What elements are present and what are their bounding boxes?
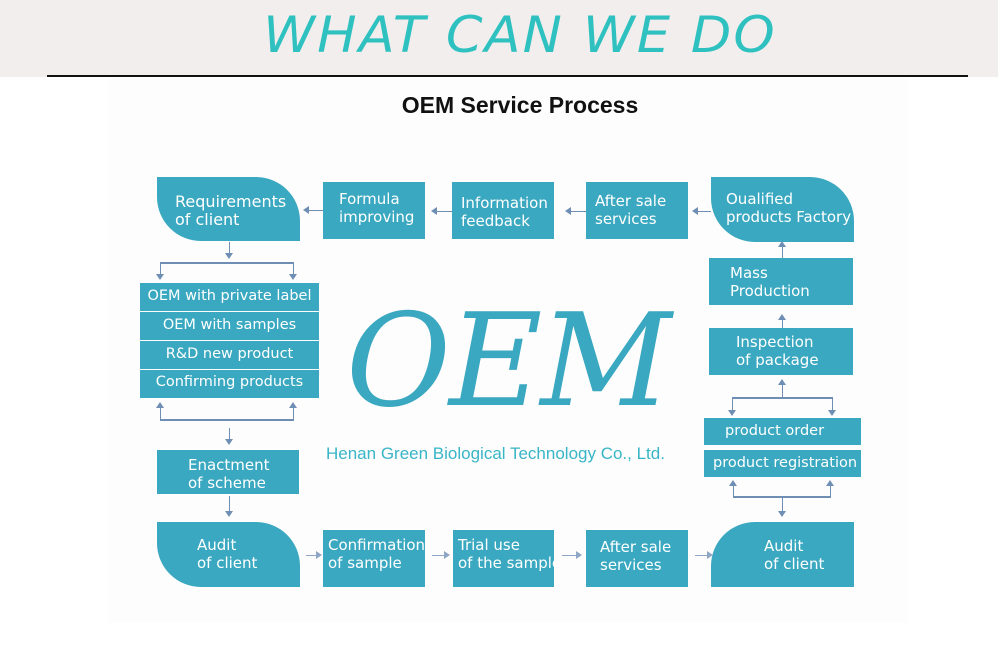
arrow-left-icon xyxy=(565,207,571,215)
connector xyxy=(832,397,833,411)
node-audit-of-client-right: Audit of client xyxy=(711,522,854,587)
option-oem-private-label: OEM with private label xyxy=(140,283,319,311)
node-requirements-of-client: Requirements of client xyxy=(157,177,300,241)
arrow-left-icon xyxy=(692,207,698,215)
header-divider xyxy=(47,75,968,77)
node-text: Enactment xyxy=(188,456,270,474)
node-text: Production xyxy=(730,282,810,300)
arrow-right-icon xyxy=(444,551,450,559)
header-banner: WHAT CAN WE DO xyxy=(0,0,998,77)
connector xyxy=(306,555,318,556)
arrow-up-icon xyxy=(778,314,786,320)
node-text: Formula xyxy=(339,190,400,208)
node-text: Audit xyxy=(764,537,804,555)
node-enactment-of-scheme: Enactment of scheme xyxy=(157,450,299,494)
arrow-left-icon xyxy=(303,206,309,214)
node-text: After sale xyxy=(600,538,672,556)
node-text: Oualified xyxy=(726,190,794,208)
oem-logo-text: OEM xyxy=(346,287,671,436)
node-text: improving xyxy=(339,208,415,226)
connector xyxy=(160,262,294,264)
node-inspection-of-package: Inspection of package xyxy=(709,328,853,375)
connector xyxy=(160,419,294,421)
node-text: of the sample xyxy=(458,554,554,572)
option-oem-with-samples: OEM with samples xyxy=(140,312,319,340)
arrow-right-icon xyxy=(707,551,713,559)
connector xyxy=(733,482,734,496)
node-text: Inspection xyxy=(736,333,814,351)
connector xyxy=(782,318,783,328)
connector xyxy=(733,496,831,498)
node-text: services xyxy=(600,556,662,574)
arrow-left-icon xyxy=(431,207,437,215)
node-product-order: product order xyxy=(704,418,861,445)
arrow-right-icon xyxy=(576,551,582,559)
node-confirmation-of-sample: Confirmation of sample xyxy=(323,530,425,587)
connector xyxy=(732,397,833,399)
connector xyxy=(229,242,230,256)
node-text: of sample xyxy=(328,554,402,572)
node-text: of scheme xyxy=(188,474,266,492)
connector xyxy=(293,262,294,276)
node-audit-of-client-left: Audit of client xyxy=(157,522,300,587)
node-formula-improving: Formula improving xyxy=(323,182,425,239)
node-information-feedback: Information feedback xyxy=(452,182,554,239)
connector xyxy=(695,555,709,556)
connector xyxy=(697,211,711,212)
diagram-title: OEM Service Process xyxy=(401,92,639,118)
connector xyxy=(732,397,733,411)
node-text: Audit xyxy=(197,536,237,554)
connector xyxy=(229,496,230,512)
node-qualified-products-factory: Oualified products Factory xyxy=(711,177,854,242)
connector xyxy=(782,244,783,258)
arrow-down-icon xyxy=(225,439,233,445)
node-text: of client xyxy=(175,210,240,229)
connector xyxy=(436,211,452,212)
node-text: Confirmation xyxy=(328,536,426,554)
company-name: Henan Green Biological Technology Co., L… xyxy=(326,444,665,463)
arrow-down-icon xyxy=(728,410,736,416)
connector xyxy=(570,211,586,212)
node-text: of package xyxy=(736,351,819,369)
connector xyxy=(229,428,230,440)
connector xyxy=(160,404,161,420)
node-text: Requirements xyxy=(175,192,287,211)
node-mass-production: Mass Production xyxy=(709,258,853,305)
connector xyxy=(293,404,294,420)
connector xyxy=(160,262,161,276)
arrow-down-icon xyxy=(156,274,164,280)
arrow-down-icon xyxy=(225,511,233,517)
option-confirming-products: Confirming products xyxy=(140,370,319,398)
node-text: feedback xyxy=(461,212,530,230)
node-text: Information xyxy=(461,194,548,212)
banner-title: WHAT CAN WE DO xyxy=(263,6,777,64)
option-rd-new-product: R&D new product xyxy=(140,341,319,369)
node-after-sale-services-bottom: After sale services xyxy=(586,530,688,587)
connector xyxy=(308,210,323,211)
arrow-down-icon xyxy=(828,410,836,416)
connector xyxy=(830,482,831,496)
arrow-down-icon xyxy=(225,253,233,259)
node-text: services xyxy=(595,210,657,228)
node-after-sale-services-top: After sale services xyxy=(586,182,688,239)
node-text: products Factory xyxy=(726,208,852,226)
arrow-down-icon xyxy=(289,274,297,280)
arrow-right-icon xyxy=(316,551,322,559)
node-text: of client xyxy=(764,555,825,573)
node-text: After sale xyxy=(595,192,667,210)
connector xyxy=(562,555,577,556)
node-text: of client xyxy=(197,554,258,572)
node-product-registration: product registration xyxy=(704,450,861,477)
node-trial-use-of-sample: Trial use of the sample xyxy=(453,530,554,587)
arrow-down-icon xyxy=(778,511,786,517)
node-text: Mass xyxy=(730,264,768,282)
connector xyxy=(782,498,783,512)
arrow-up-icon xyxy=(778,241,786,247)
node-text: Trial use xyxy=(458,536,520,554)
connector xyxy=(782,383,783,399)
arrow-up-icon xyxy=(778,379,786,385)
connector xyxy=(432,555,446,556)
